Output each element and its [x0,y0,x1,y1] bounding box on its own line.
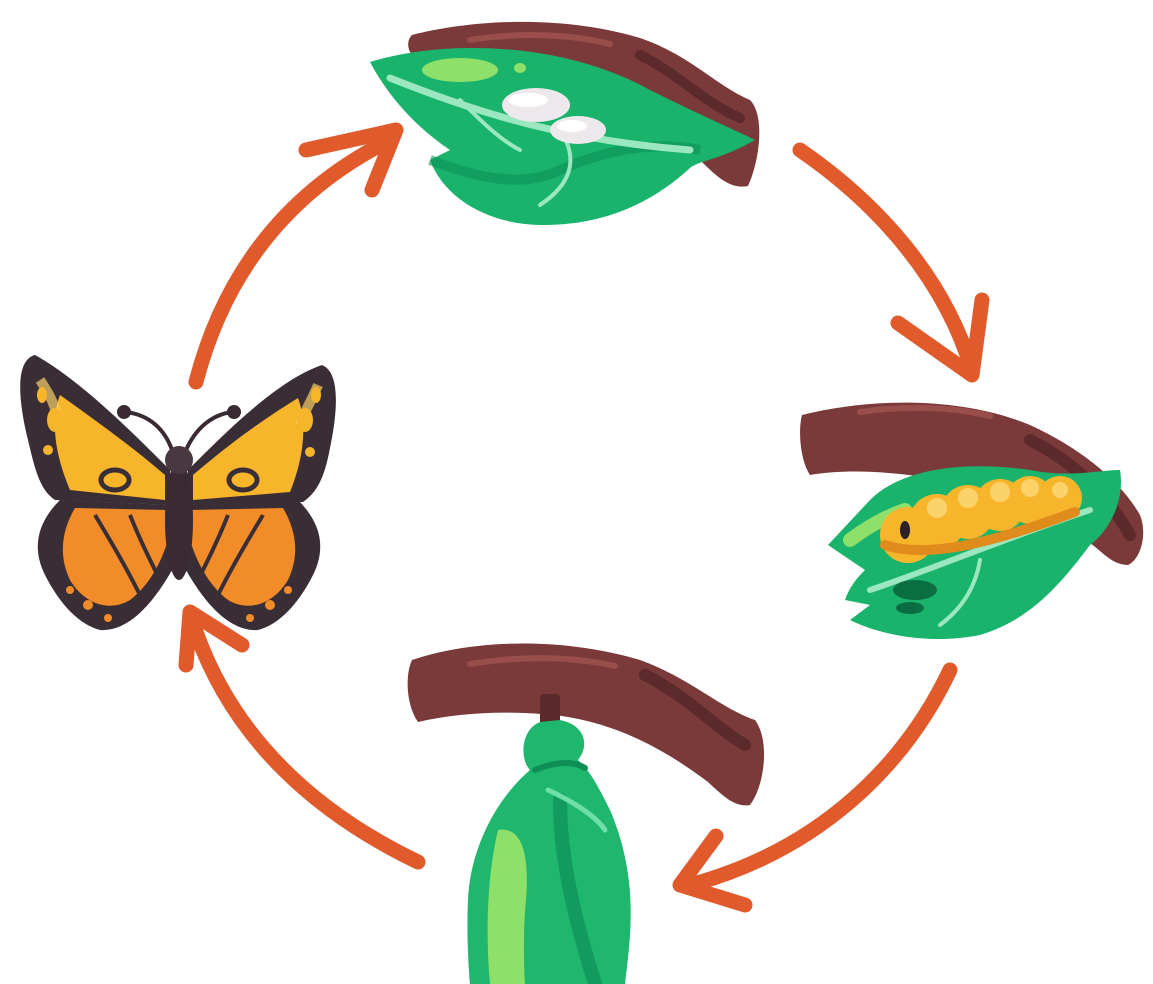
chrysalis-on-branch-icon [408,643,764,984]
eggs-on-leaf-icon [370,22,759,225]
butterfly-icon [20,355,336,630]
butterfly-body [165,460,193,580]
arrow-butterfly-to-eggs [196,130,396,382]
arrow-eggs-to-caterpillar [800,150,982,375]
caterpillar-eye [900,521,910,539]
arrow-chrysalis-to-butterfly [186,612,418,862]
butterfly-head [165,446,193,474]
caterpillar-on-leaf-icon [800,403,1143,639]
